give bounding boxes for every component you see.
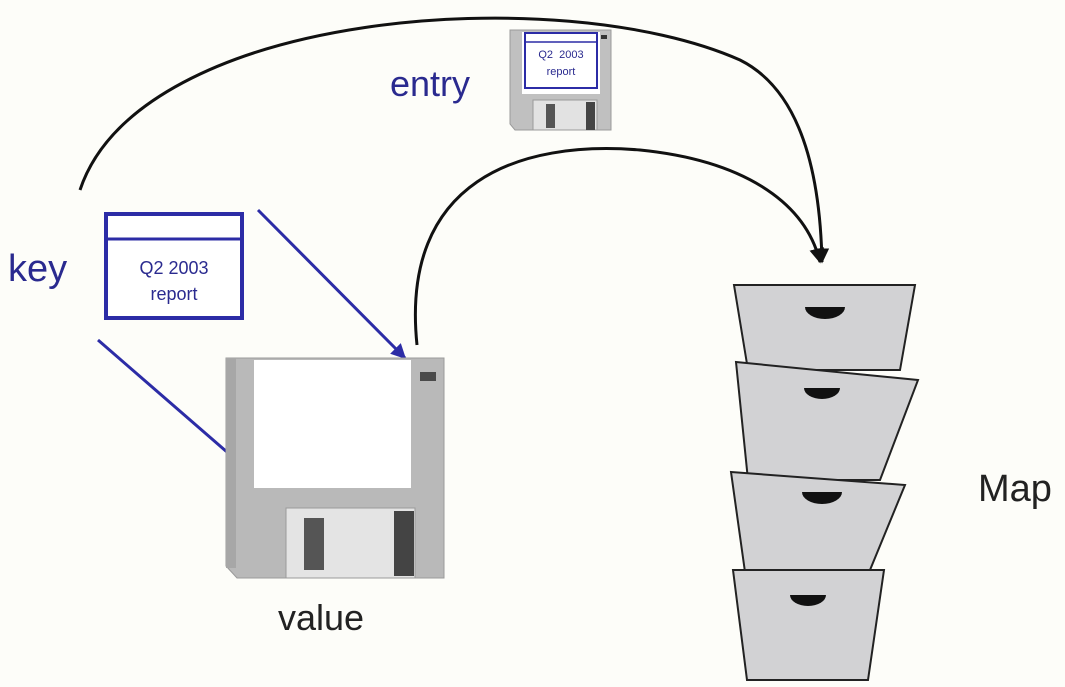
map-drawer-stack (729, 284, 920, 681)
map-drawer-4 (731, 569, 886, 681)
map-drawer-2 (734, 360, 920, 481)
map-drawer-1 (732, 284, 917, 371)
entry-card-line2: report (547, 66, 576, 78)
entry-card-line1: Q2 2003 (538, 49, 583, 61)
value-floppy-disk-icon (225, 357, 445, 579)
map-label: Map (978, 468, 1052, 510)
key-to-value-arrow-lower (97, 338, 252, 474)
key-card-line1: Q2 2003 (139, 258, 208, 278)
map-drawer-3 (729, 470, 907, 574)
key-to-value-arrow-upper (256, 208, 407, 360)
entry-floppy-disk-icon: Q2 2003 report (509, 29, 612, 131)
key-to-map-arrow (78, 16, 830, 264)
key-label: key (8, 248, 68, 290)
value-to-map-arrow (413, 147, 825, 346)
key-card: Q2 2003 report (104, 212, 244, 320)
value-label: value (278, 597, 365, 638)
key-card-line2: report (150, 284, 197, 304)
entry-label: entry (390, 63, 471, 104)
